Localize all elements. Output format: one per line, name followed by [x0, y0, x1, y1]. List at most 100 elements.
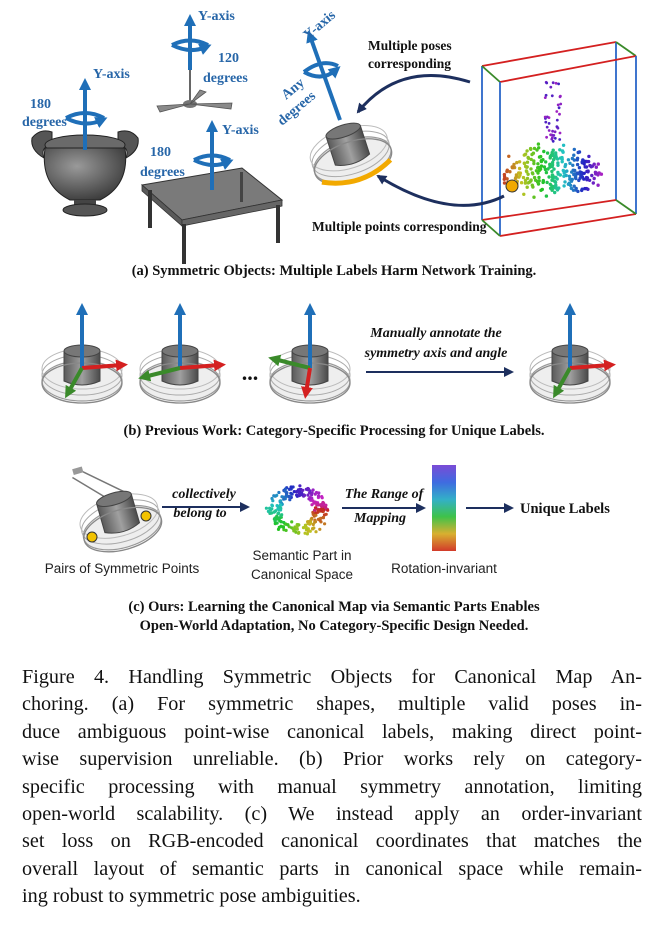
cloud-point	[521, 175, 526, 180]
cloud-point	[279, 520, 283, 524]
cloud-point	[556, 161, 560, 165]
cloud-point	[557, 82, 560, 86]
cloud-point	[502, 175, 507, 179]
cloud-point	[547, 129, 551, 132]
cloud-point	[279, 514, 283, 518]
cloud-point	[566, 158, 571, 162]
cloud-point	[532, 175, 537, 180]
cloud-point	[321, 515, 325, 520]
cloud-point	[584, 175, 589, 180]
cloud-point	[544, 170, 549, 175]
basket-b2	[138, 303, 226, 404]
cloud-point	[572, 184, 576, 188]
cloud-point	[529, 167, 533, 171]
caption-line: set loss on RGB-encoded canonical coordi…	[22, 830, 642, 853]
urn-angle-label: 180	[30, 97, 51, 112]
cloud-point	[582, 162, 586, 166]
ceiling-fan-object	[156, 65, 233, 113]
caption-line: duce ambiguous point-wise canonical labe…	[22, 720, 642, 743]
urn-object	[31, 130, 139, 217]
cloud-point	[311, 522, 315, 527]
poses-arrow	[356, 74, 471, 114]
cloud-point	[566, 182, 571, 186]
cloud-point	[544, 93, 548, 97]
annotate-line1: Manually annotate the	[369, 326, 501, 341]
cloud-point	[508, 170, 512, 174]
cloud-point	[560, 157, 564, 161]
cloud-point	[535, 148, 539, 152]
cloud-point	[575, 158, 579, 162]
cloud-point	[278, 505, 282, 509]
cloud-point	[563, 162, 568, 167]
cloud-point	[313, 508, 317, 512]
cloud-point	[323, 522, 327, 526]
cloud-point	[286, 523, 290, 527]
urn-yaxis-label: Y-axis	[93, 67, 130, 82]
cloud-point	[303, 523, 307, 527]
cloud-point	[543, 96, 547, 99]
cloud-point	[316, 494, 321, 498]
cloud-point	[554, 81, 558, 85]
cloud-point	[559, 102, 563, 106]
cloud-point	[594, 165, 598, 169]
cloud-point	[526, 181, 530, 185]
cloud-point	[532, 159, 536, 163]
pairs-label: Pairs of Symmetric Points	[45, 561, 200, 576]
cloud-point	[282, 520, 286, 525]
cloud-point	[554, 175, 558, 179]
cloud-point	[266, 509, 270, 513]
cloud-point	[539, 159, 543, 163]
cloud-point	[314, 530, 318, 534]
cloud-point	[297, 491, 301, 495]
cloud-point	[304, 487, 308, 491]
caption-line: Figure 4. Handling Symmetric Objects for…	[22, 666, 642, 688]
urn-degrees-label: degrees	[22, 115, 67, 130]
cloud-point	[316, 508, 320, 512]
caption-line: open-world scalability. (c) We instead a…	[22, 803, 642, 826]
cloud-point	[568, 177, 572, 181]
panel-b: ... Manually annotate the symmetry axis …	[41, 303, 616, 439]
cloud-point	[290, 520, 294, 524]
cloud-point	[550, 188, 554, 192]
points-arrow	[376, 174, 505, 207]
cloud-point	[562, 184, 566, 188]
cloud-point	[311, 510, 315, 514]
cloud-point	[550, 160, 555, 165]
cloud-point	[550, 137, 554, 141]
cloud-point	[555, 157, 560, 161]
cloud-point	[551, 174, 555, 178]
caption-line: overall layout of semantic parts in cano…	[22, 857, 642, 880]
cloud-point	[576, 171, 580, 176]
cloud-point	[313, 520, 318, 524]
cloud-point	[570, 177, 574, 182]
cloud-point	[270, 504, 274, 508]
range-line2: Mapping	[353, 511, 406, 526]
cloud-point	[525, 160, 530, 164]
cloud-point	[573, 168, 577, 173]
cloud-point	[542, 149, 546, 154]
cloud-point	[274, 509, 278, 513]
fan-degrees-label: degrees	[203, 71, 248, 86]
cloud-point	[529, 179, 533, 183]
cloud-point	[273, 522, 277, 526]
cloud-point	[587, 154, 591, 159]
cloud-point	[551, 81, 555, 85]
cloud-point	[550, 94, 554, 98]
cloud-point	[553, 130, 557, 134]
basket-b1	[41, 303, 128, 404]
cloud-point	[599, 172, 604, 176]
range-line1: The Range of	[345, 487, 425, 502]
basket-b4	[529, 303, 616, 404]
cloud-point	[572, 147, 576, 152]
annotate-line2: symmetry axis and angle	[364, 346, 508, 361]
cloud-point	[580, 187, 584, 191]
cloud-point	[590, 173, 594, 178]
cloud-point	[576, 150, 580, 155]
cloud-point	[308, 489, 312, 493]
cloud-point	[288, 495, 292, 499]
cloud-point	[507, 154, 511, 158]
cloud-point	[592, 176, 596, 181]
cloud-point	[303, 531, 307, 535]
basket-yaxis-label: Y-axis	[301, 8, 339, 44]
cloud-point	[512, 162, 516, 167]
